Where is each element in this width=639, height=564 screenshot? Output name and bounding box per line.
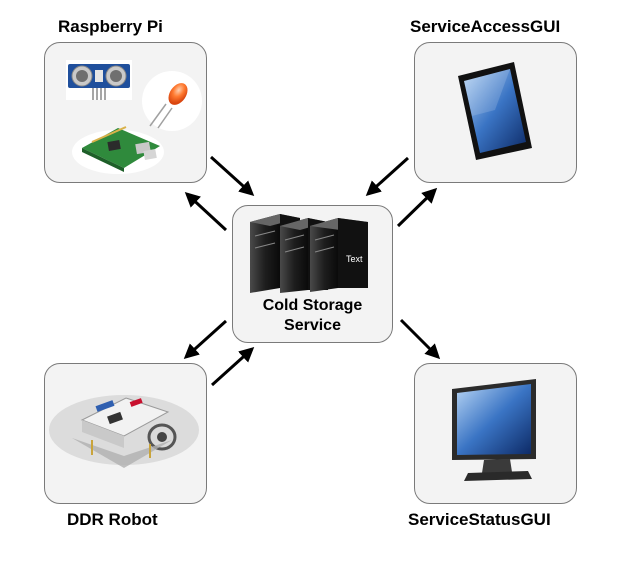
ultrasonic-sensor-icon [66,60,132,100]
arrow-service-to-statusgui [399,318,441,360]
tablet-icon [458,62,532,160]
arrow-pi-to-service [209,155,255,197]
arrow-service-to-robot [183,319,228,360]
robot-icon [49,395,199,468]
arrow-service-to-pi [184,191,228,232]
center-label-line1: Cold Storage [262,297,363,314]
service-status-gui-label: ServiceStatusGUI [408,510,551,529]
led-icon [142,71,202,131]
cold-storage-service-label: Cold Storage Service [232,296,393,336]
arrow-accessgui-to-service [365,156,410,197]
server-text: Text [346,254,363,264]
center-label-line2: Service [284,317,341,334]
raspberry-board-icon [72,126,164,174]
ddr-robot-label: DDR Robot [67,510,158,529]
arrow-service-to-accessgui [396,187,438,228]
monitor-icon [452,379,536,481]
raspberry-pi-label: Raspberry Pi [58,17,163,36]
arrow-robot-to-service [210,346,255,387]
service-access-gui-label: ServiceAccessGUI [410,17,561,36]
server-rack-icon: Text [250,214,368,293]
